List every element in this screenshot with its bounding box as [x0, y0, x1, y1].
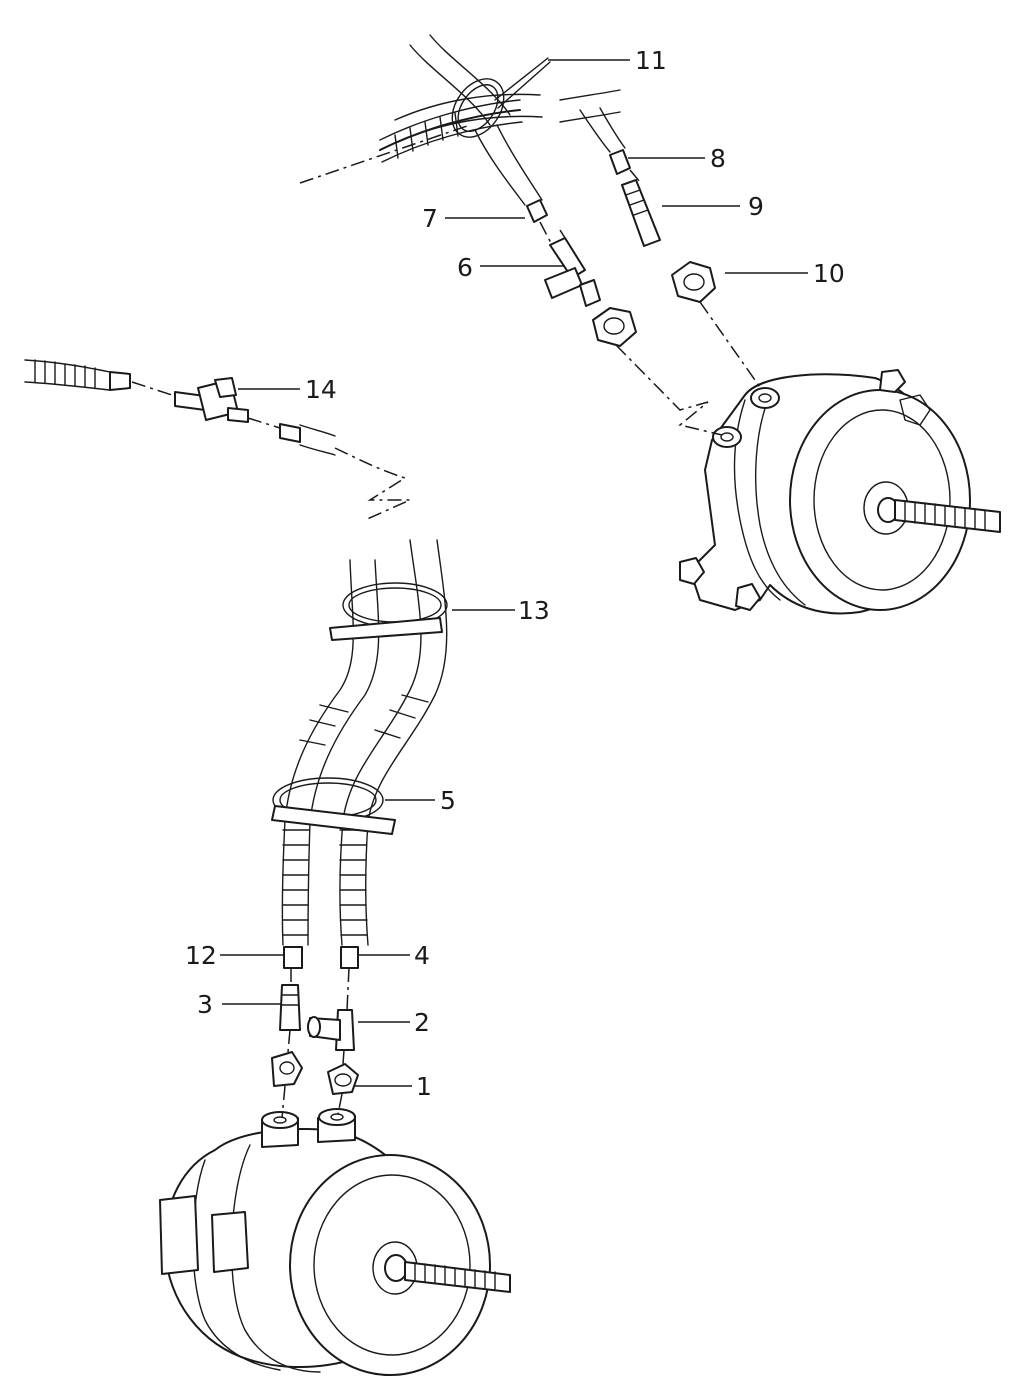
callout-2: 2 [414, 1008, 430, 1037]
callout-11: 11 [635, 46, 667, 75]
upper-hose-bundle [299, 34, 626, 206]
callout-6: 6 [457, 253, 473, 282]
part-14-t-fitting [24, 359, 411, 521]
callout-13: 13 [518, 596, 550, 625]
callout-7: 7 [422, 204, 438, 233]
part-4-coupling [340, 946, 359, 969]
callout-9: 9 [748, 192, 764, 221]
part-6-t-fitting [544, 237, 601, 307]
callout-12: 12 [185, 941, 217, 970]
lower-nut-left [271, 1051, 303, 1087]
part-10-nut [671, 261, 716, 303]
part-9-adapter [621, 179, 661, 247]
part-8-coupling [609, 149, 631, 175]
callout-4: 4 [414, 941, 430, 970]
part-3-adapter [279, 984, 301, 1031]
lower-hose-bundle [271, 539, 448, 946]
callout-5: 5 [440, 786, 456, 815]
callout-14: 14 [305, 375, 337, 404]
upper-nut-left [592, 307, 637, 347]
callout-8: 8 [710, 144, 726, 173]
upper-actuator [679, 369, 1001, 615]
part-1-nut [327, 1063, 359, 1095]
callout-10: 10 [813, 259, 845, 288]
part-2-t-fitting [307, 1009, 355, 1051]
part-12-coupling [283, 946, 303, 969]
callout-1: 1 [416, 1072, 432, 1101]
part-7-coupling [526, 199, 548, 223]
callout-leaders [220, 59, 808, 1087]
callout-3: 3 [197, 990, 213, 1019]
callout-labels: 11 8 9 7 6 10 14 13 5 12 4 3 2 1 [185, 46, 845, 1101]
lower-actuator [159, 1108, 511, 1376]
